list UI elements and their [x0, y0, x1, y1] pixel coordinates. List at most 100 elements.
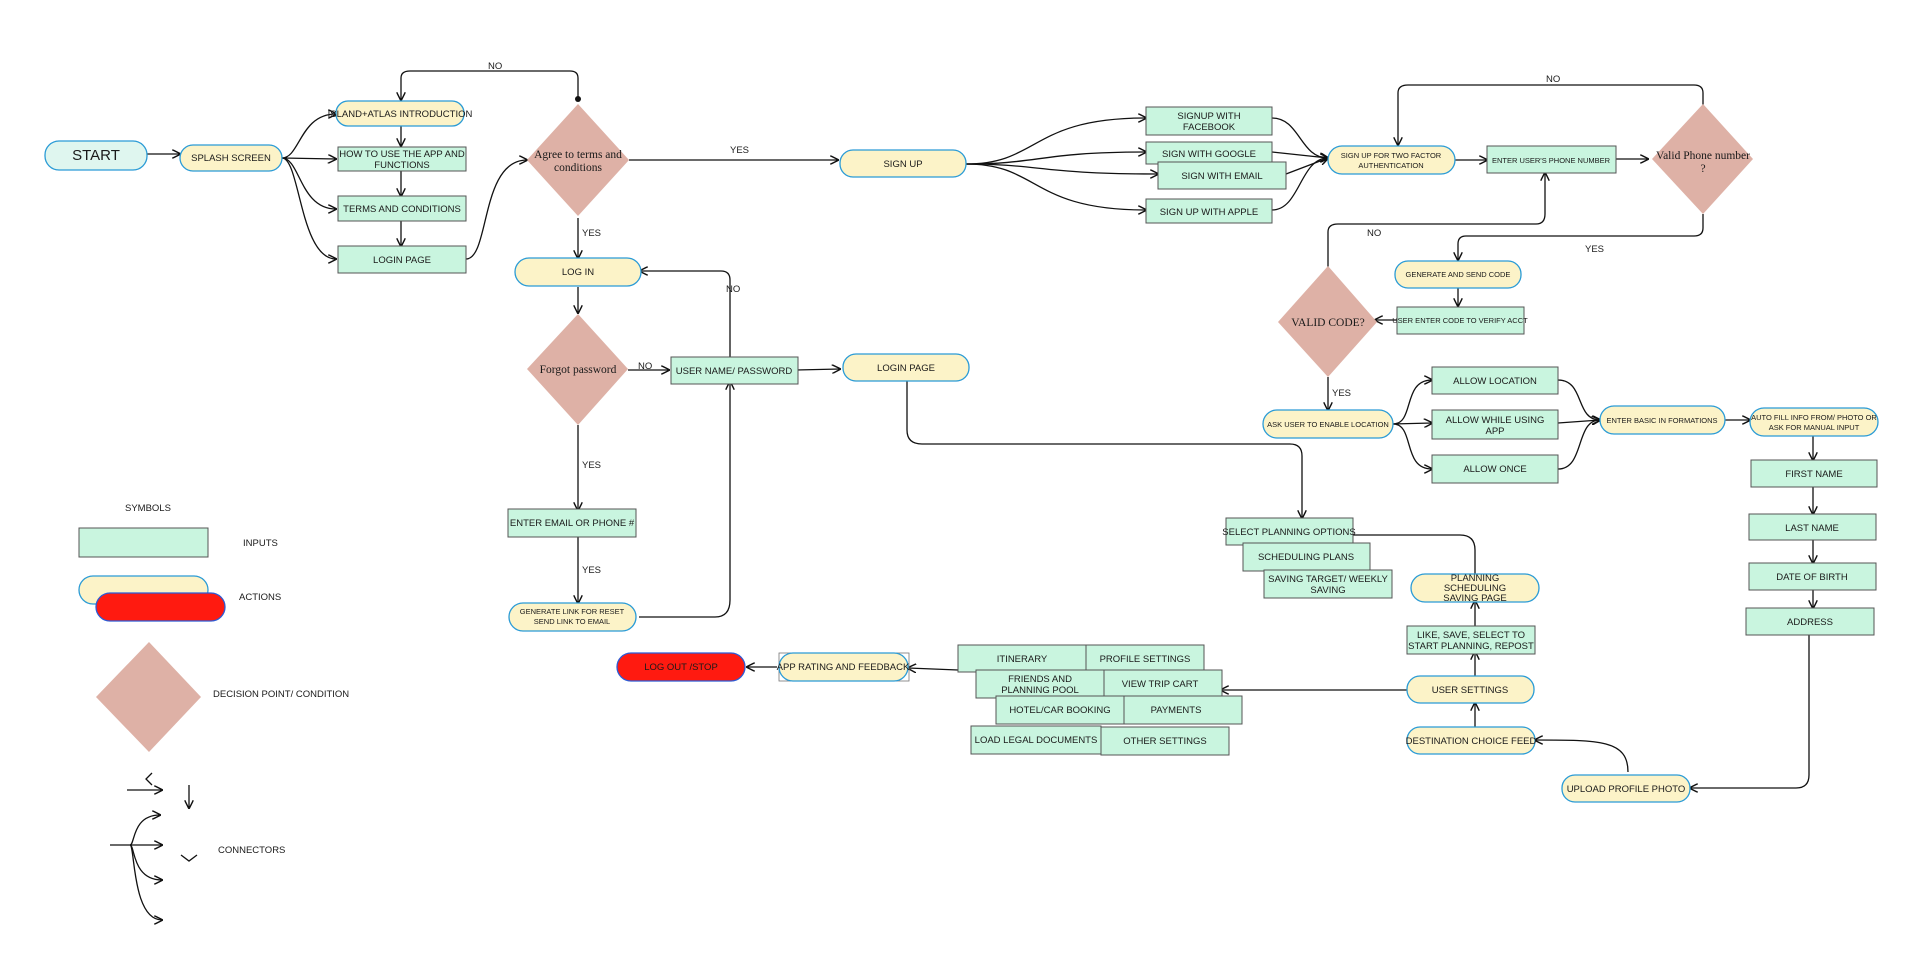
svg-text:START PLANNING, REPOST: START PLANNING, REPOST	[1408, 641, 1534, 652]
log-in-node: LOG IN	[514, 257, 642, 287]
how-to-use-node: HOW TO USE THE APP AND FUNCTIONS	[337, 146, 467, 172]
valid-code-decision: VALID CODE?	[1278, 266, 1377, 377]
label-yes: YES	[1585, 244, 1604, 255]
svg-text:TERMS AND CONDITIONS: TERMS AND CONDITIONS	[343, 204, 461, 215]
agree-decision: Agree to terms and conditions	[527, 104, 629, 216]
svg-text:SAVING PAGE: SAVING PAGE	[1443, 593, 1507, 604]
svg-text:SIGNUP WITH: SIGNUP WITH	[1177, 111, 1240, 122]
svg-text:PLANNING POOL: PLANNING POOL	[1001, 685, 1079, 696]
svg-text:SEND LINK TO EMAIL: SEND LINK TO EMAIL	[534, 617, 610, 626]
svg-text:ENTER BASIC IN FORMATIONS: ENTER BASIC IN FORMATIONS	[1606, 416, 1717, 425]
logout-node: LOG OUT /STOP	[616, 652, 746, 682]
svg-text:PLANNING: PLANNING	[1451, 573, 1500, 584]
label-yes: YES	[1332, 388, 1351, 399]
svg-text:FIRST NAME: FIRST NAME	[1785, 469, 1842, 480]
svg-text:UPLOAD PROFILE PHOTO: UPLOAD PROFILE PHOTO	[1567, 784, 1686, 795]
first-name-node: FIRST NAME	[1750, 459, 1878, 488]
like-save-node: LIKE, SAVE, SELECT TO START PLANNING, RE…	[1406, 625, 1536, 655]
svg-text:ALLOW ONCE: ALLOW ONCE	[1463, 464, 1526, 475]
svg-text:conditions: conditions	[554, 162, 602, 174]
allow-location-node: ALLOW LOCATION	[1431, 366, 1559, 395]
svg-text:SIGN WITH GOOGLE: SIGN WITH GOOGLE	[1162, 149, 1256, 160]
svg-text:SIGN UP FOR TWO FACTOR: SIGN UP FOR TWO FACTOR	[1341, 151, 1442, 160]
splash-screen-node: SPLASH SCREEN	[179, 144, 283, 172]
svg-text:USER NAME/ PASSWORD: USER NAME/ PASSWORD	[676, 366, 793, 377]
svg-text:SELECT PLANNING OPTIONS: SELECT PLANNING OPTIONS	[1222, 527, 1355, 538]
legend-stop-swatch	[95, 592, 226, 622]
address-node: ADDRESS	[1745, 607, 1875, 636]
other-settings-node: OTHER SETTINGS	[1100, 726, 1230, 756]
svg-text:FACEBOOK: FACEBOOK	[1183, 122, 1236, 133]
svg-text:AUTHENTICATION: AUTHENTICATION	[1358, 161, 1423, 170]
svg-text:ASK USER TO ENABLE LOCATION: ASK USER TO ENABLE LOCATION	[1267, 420, 1389, 429]
intro-node: ISLAND+ATLAS INTRODUCTION	[328, 100, 472, 127]
signup-apple-node: SIGN UP WITH APPLE	[1145, 198, 1273, 224]
enter-basic-info-node: ENTER BASIC IN FORMATIONS	[1599, 405, 1726, 435]
generate-code-node: GENERATE AND SEND CODE	[1394, 260, 1522, 289]
app-rating-node: APP RATING AND FEEDBACK	[777, 652, 910, 682]
allow-while-using-node: ALLOW WHILE USING APP	[1431, 409, 1559, 440]
legend-actions-label: ACTIONS	[239, 592, 281, 603]
svg-text:Valid Phone number: Valid Phone number	[1656, 150, 1750, 162]
friends-node: FRIENDS AND PLANNING POOL	[975, 669, 1105, 699]
svg-text:LIKE, SAVE, SELECT TO: LIKE, SAVE, SELECT TO	[1417, 630, 1525, 641]
signup-facebook-node: SIGNUP WITH FACEBOOK	[1145, 106, 1273, 136]
hotel-booking-node: HOTEL/CAR BOOKING	[995, 695, 1125, 725]
svg-text:ALLOW WHILE USING: ALLOW WHILE USING	[1446, 415, 1545, 426]
signup-email-node: SIGN WITH EMAIL	[1157, 161, 1287, 190]
enter-phone-node: ENTER USER'S PHONE NUMBER	[1486, 145, 1617, 174]
login-page-2-node: LOGIN PAGE	[842, 353, 970, 382]
svg-text:ADDRESS: ADDRESS	[1787, 617, 1833, 628]
connection-labels: NO YES YES NO NO YES YES NO YES NO YES	[488, 61, 1604, 576]
legend-input-swatch	[78, 527, 209, 558]
user-password-node: USER NAME/ PASSWORD	[670, 356, 799, 385]
svg-text:LOG IN: LOG IN	[562, 267, 594, 278]
label-no: NO	[1367, 228, 1381, 239]
saving-target-node: SAVING TARGET/ WEEKLY SAVING	[1263, 569, 1393, 599]
start-label: START	[72, 147, 120, 164]
svg-text:PROFILE SETTINGS: PROFILE SETTINGS	[1100, 654, 1191, 665]
start-node: START	[44, 140, 148, 171]
svg-text:DESTINATION CHOICE FEED: DESTINATION CHOICE FEED	[1406, 736, 1537, 747]
svg-text:ENTER EMAIL OR PHONE #: ENTER EMAIL OR PHONE #	[510, 518, 635, 529]
svg-text:ASK FOR MANUAL INPUT: ASK FOR MANUAL INPUT	[1769, 423, 1860, 432]
terms-node: TERMS AND CONDITIONS	[337, 195, 467, 222]
svg-text:Forgot password: Forgot password	[540, 364, 617, 376]
svg-text:HOW TO USE THE APP AND: HOW TO USE THE APP AND	[339, 149, 465, 160]
ask-location-node: ASK USER TO ENABLE LOCATION	[1262, 409, 1394, 439]
sign-up-node: SIGN UP	[839, 149, 967, 178]
svg-text:DATE OF BIRTH: DATE OF BIRTH	[1776, 572, 1848, 583]
select-planning-node: SELECT PLANNING OPTIONS	[1222, 517, 1356, 546]
svg-text:USER SETTINGS: USER SETTINGS	[1432, 685, 1509, 696]
svg-text:VIEW TRIP CART: VIEW TRIP CART	[1122, 679, 1199, 690]
svg-text:SAVING: SAVING	[1310, 585, 1345, 596]
svg-text:OTHER SETTINGS: OTHER SETTINGS	[1123, 736, 1206, 747]
date-of-birth-node: DATE OF BIRTH	[1748, 562, 1877, 591]
svg-text:FRIENDS AND: FRIENDS AND	[1008, 674, 1072, 685]
svg-text:SCHEDULING PLANS: SCHEDULING PLANS	[1258, 552, 1354, 563]
legend-decision-label: DECISION POINT/ CONDITION	[213, 689, 349, 700]
label-no: NO	[488, 61, 502, 72]
connectors	[147, 70, 1813, 788]
svg-text:APP RATING AND FEEDBACK: APP RATING AND FEEDBACK	[777, 662, 910, 673]
svg-text:HOTEL/CAR BOOKING: HOTEL/CAR BOOKING	[1009, 705, 1110, 716]
label-yes: YES	[582, 228, 601, 239]
generate-link-node: GENERATE LINK FOR RESET SEND LINK TO EMA…	[508, 602, 637, 632]
scheduling-plans-node: SCHEDULING PLANS	[1242, 542, 1371, 572]
label-no: NO	[638, 361, 652, 372]
legend-decision-swatch	[96, 642, 201, 752]
svg-text:SPLASH SCREEN: SPLASH SCREEN	[191, 153, 271, 164]
allow-once-node: ALLOW ONCE	[1431, 454, 1559, 484]
forgot-password-decision: Forgot password	[527, 314, 628, 425]
enter-code-node: USER ENTER CODE TO VERIFY ACCT	[1392, 306, 1528, 335]
destination-feed-node: DESTINATION CHOICE FEED	[1406, 726, 1537, 755]
payments-node: PAYMENTS	[1123, 695, 1243, 725]
label-yes: YES	[582, 460, 601, 471]
legend-connectors-label: CONNECTORS	[218, 845, 285, 856]
svg-text:SCHEDULING: SCHEDULING	[1444, 583, 1506, 594]
svg-text:?: ?	[1700, 163, 1705, 175]
svg-text:SIGN UP WITH APPLE: SIGN UP WITH APPLE	[1160, 207, 1259, 218]
svg-text:VALID CODE?: VALID CODE?	[1291, 317, 1365, 329]
signup-google-node: SIGN WITH GOOGLE	[1145, 141, 1273, 165]
